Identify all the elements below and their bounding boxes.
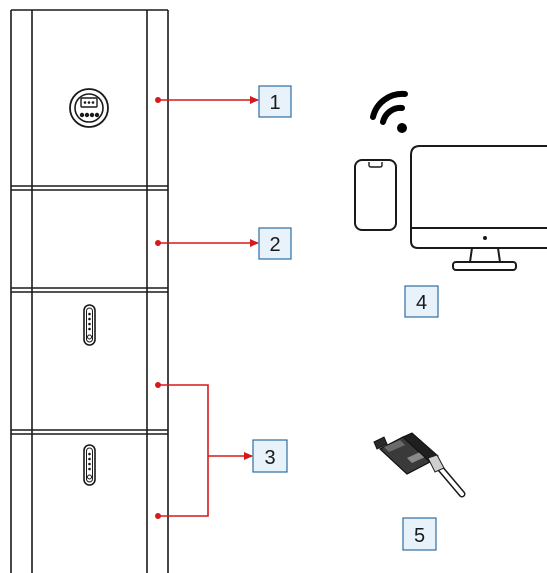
callout-label-4: 4 <box>416 292 427 314</box>
callout-label-5: 5 <box>414 525 425 547</box>
wifi-icon <box>370 90 408 133</box>
callout-label-1: 1 <box>269 92 280 114</box>
control-module <box>11 287 168 293</box>
callout-box-3: 3 <box>252 439 288 473</box>
display-icon <box>69 88 109 128</box>
monitor-icon <box>410 145 547 271</box>
battery-module-upper <box>11 304 168 435</box>
smartphone-icon <box>354 159 397 231</box>
callout-line-3 <box>155 382 253 519</box>
callout-box-1: 1 <box>258 85 292 118</box>
callout-box-5: 5 <box>402 517 437 551</box>
led-indicator-icon <box>83 304 96 346</box>
callout-box-4: 4 <box>404 285 439 318</box>
inverter-module <box>11 88 168 191</box>
callout-line-2 <box>155 239 259 247</box>
callout-label-2: 2 <box>269 234 280 256</box>
battery-module-lower <box>83 444 96 486</box>
callout-label-3: 3 <box>264 447 275 469</box>
led-indicator-icon <box>83 444 96 486</box>
callout-line-1 <box>155 96 259 104</box>
dc-connector-icon <box>373 432 466 498</box>
callout-box-2: 2 <box>258 227 292 260</box>
